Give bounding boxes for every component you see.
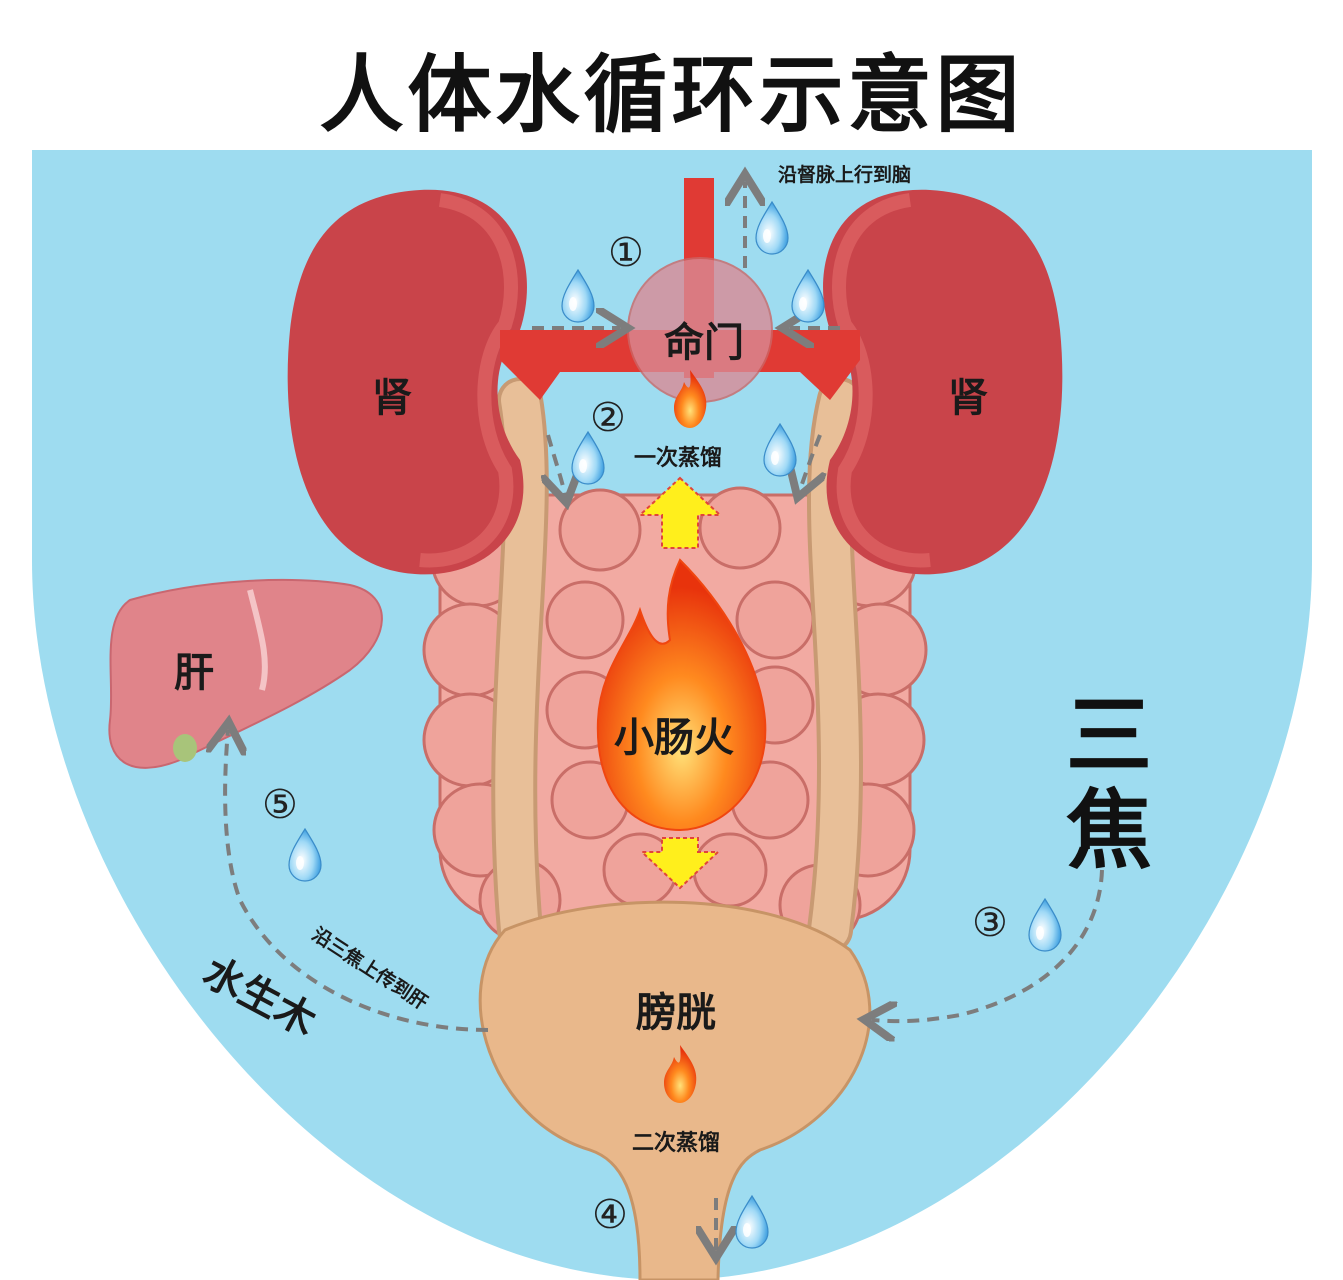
kidney-left-label: 肾 — [372, 375, 412, 421]
small-intestine-fire-shape — [596, 558, 767, 832]
kidney-right-shape — [823, 189, 1063, 575]
step-2-label: ② — [590, 395, 626, 441]
small-intestine-fire-label: 小肠火 — [614, 715, 734, 761]
dashed-flow-arrows — [225, 182, 1104, 1250]
sanjiao-jiao-label: 焦 — [1066, 781, 1152, 881]
step-1-label: ① — [608, 230, 644, 276]
first-distill-label: 一次蒸馏 — [634, 446, 723, 471]
kidney-right-label: 肾 — [948, 375, 988, 421]
diagram-title: 人体水循环示意图 — [319, 46, 1024, 144]
yellow-arrow-down — [639, 837, 721, 890]
up-dumai-label: 沿督脉上行到脑 — [778, 164, 912, 186]
yellow-arrow-up — [637, 476, 723, 549]
step-3-label: ③ — [972, 900, 1008, 946]
kidney-left-shape — [287, 189, 527, 575]
liver-shape — [108, 579, 383, 769]
liver-label: 肝 — [174, 650, 214, 696]
mingmen-label: 命门 — [664, 320, 744, 366]
step-4-label: ④ — [592, 1192, 628, 1238]
second-distill-label: 二次蒸馏 — [632, 1131, 721, 1156]
step-5-label: ⑤ — [262, 782, 298, 828]
sanjiao-san-label: 三 — [1066, 686, 1152, 786]
bladder-label: 膀胱 — [636, 990, 716, 1036]
